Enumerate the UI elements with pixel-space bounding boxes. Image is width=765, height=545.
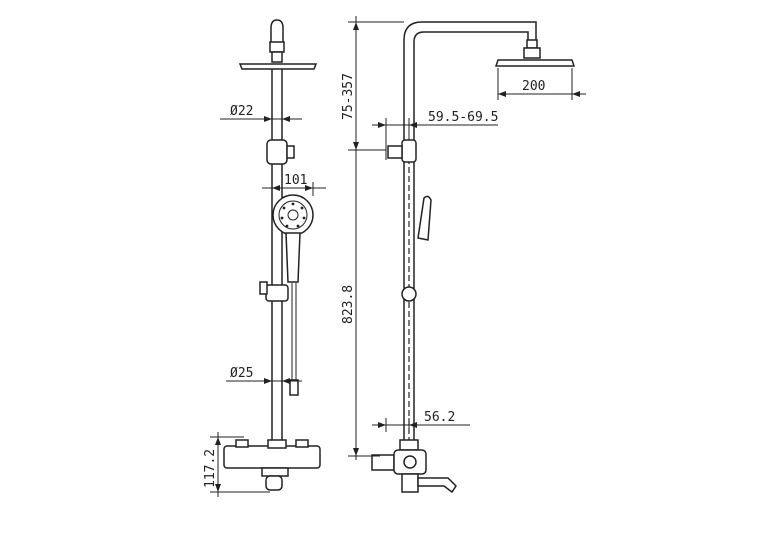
overhead-shower-head — [238, 63, 318, 70]
side-wall-inlet — [371, 454, 395, 471]
dim-handset-width-label: 101 — [284, 173, 307, 188]
dim-inlet-spacing: 56.2 — [372, 410, 470, 432]
dim-rail-diameter: Ø25 — [226, 366, 302, 384]
dim-head-stem-diameter: Ø22 — [220, 104, 302, 122]
dim-holder-offset: 59.5-69.5 — [372, 110, 498, 160]
mixer-outlet — [261, 467, 289, 477]
riser-outer — [403, 21, 537, 440]
thermostatic-mixer — [223, 445, 321, 469]
bath-spout — [417, 477, 457, 494]
dim-mixer-height: 117.2 — [203, 432, 270, 497]
dim-total-height: 823.8 — [341, 150, 380, 460]
side-shower-head — [494, 59, 576, 67]
head-swivel-nut — [271, 51, 283, 63]
spray-nozzles — [280, 202, 306, 228]
side-view: 75-357 59.5-69.5 200 823.8 — [341, 16, 586, 494]
head-swivel — [269, 41, 285, 53]
slider-holder — [265, 284, 289, 302]
hand-shower-handle — [285, 232, 301, 283]
collar-screw — [286, 145, 295, 159]
dim-head-diameter: 200 — [497, 68, 586, 100]
dim-inlet-spacing-label: 56.2 — [424, 410, 455, 425]
top-hook — [270, 19, 284, 42]
side-hand-shower — [417, 195, 432, 241]
dim-mixer-height-label: 117.2 — [203, 449, 218, 488]
side-head-swivel — [523, 47, 541, 59]
dim-holder-offset-label: 59.5-69.5 — [428, 110, 498, 125]
side-slider — [401, 286, 417, 302]
side-collar — [401, 139, 417, 163]
front-view: Ø22 101 Ø25 117.2 — [203, 19, 326, 497]
side-collar-knob — [387, 145, 403, 159]
height-adjust-collar — [266, 139, 288, 165]
dim-rail-diameter-label: Ø25 — [230, 366, 253, 381]
riser-inner — [413, 31, 529, 440]
dim-total-height-label: 823.8 — [341, 285, 356, 324]
dim-handset-width: 101 — [262, 173, 326, 196]
dim-head-extension-label: 75-357 — [341, 73, 356, 120]
spout-outlet — [265, 475, 283, 491]
side-mixer-bottom — [401, 473, 419, 493]
hose-nut — [289, 379, 299, 396]
dim-head-extension: 75-357 — [341, 16, 404, 156]
slider-knob — [259, 281, 268, 295]
dim-head-stem-diameter-label: Ø22 — [230, 104, 253, 119]
dim-head-diameter-label: 200 — [522, 79, 545, 94]
